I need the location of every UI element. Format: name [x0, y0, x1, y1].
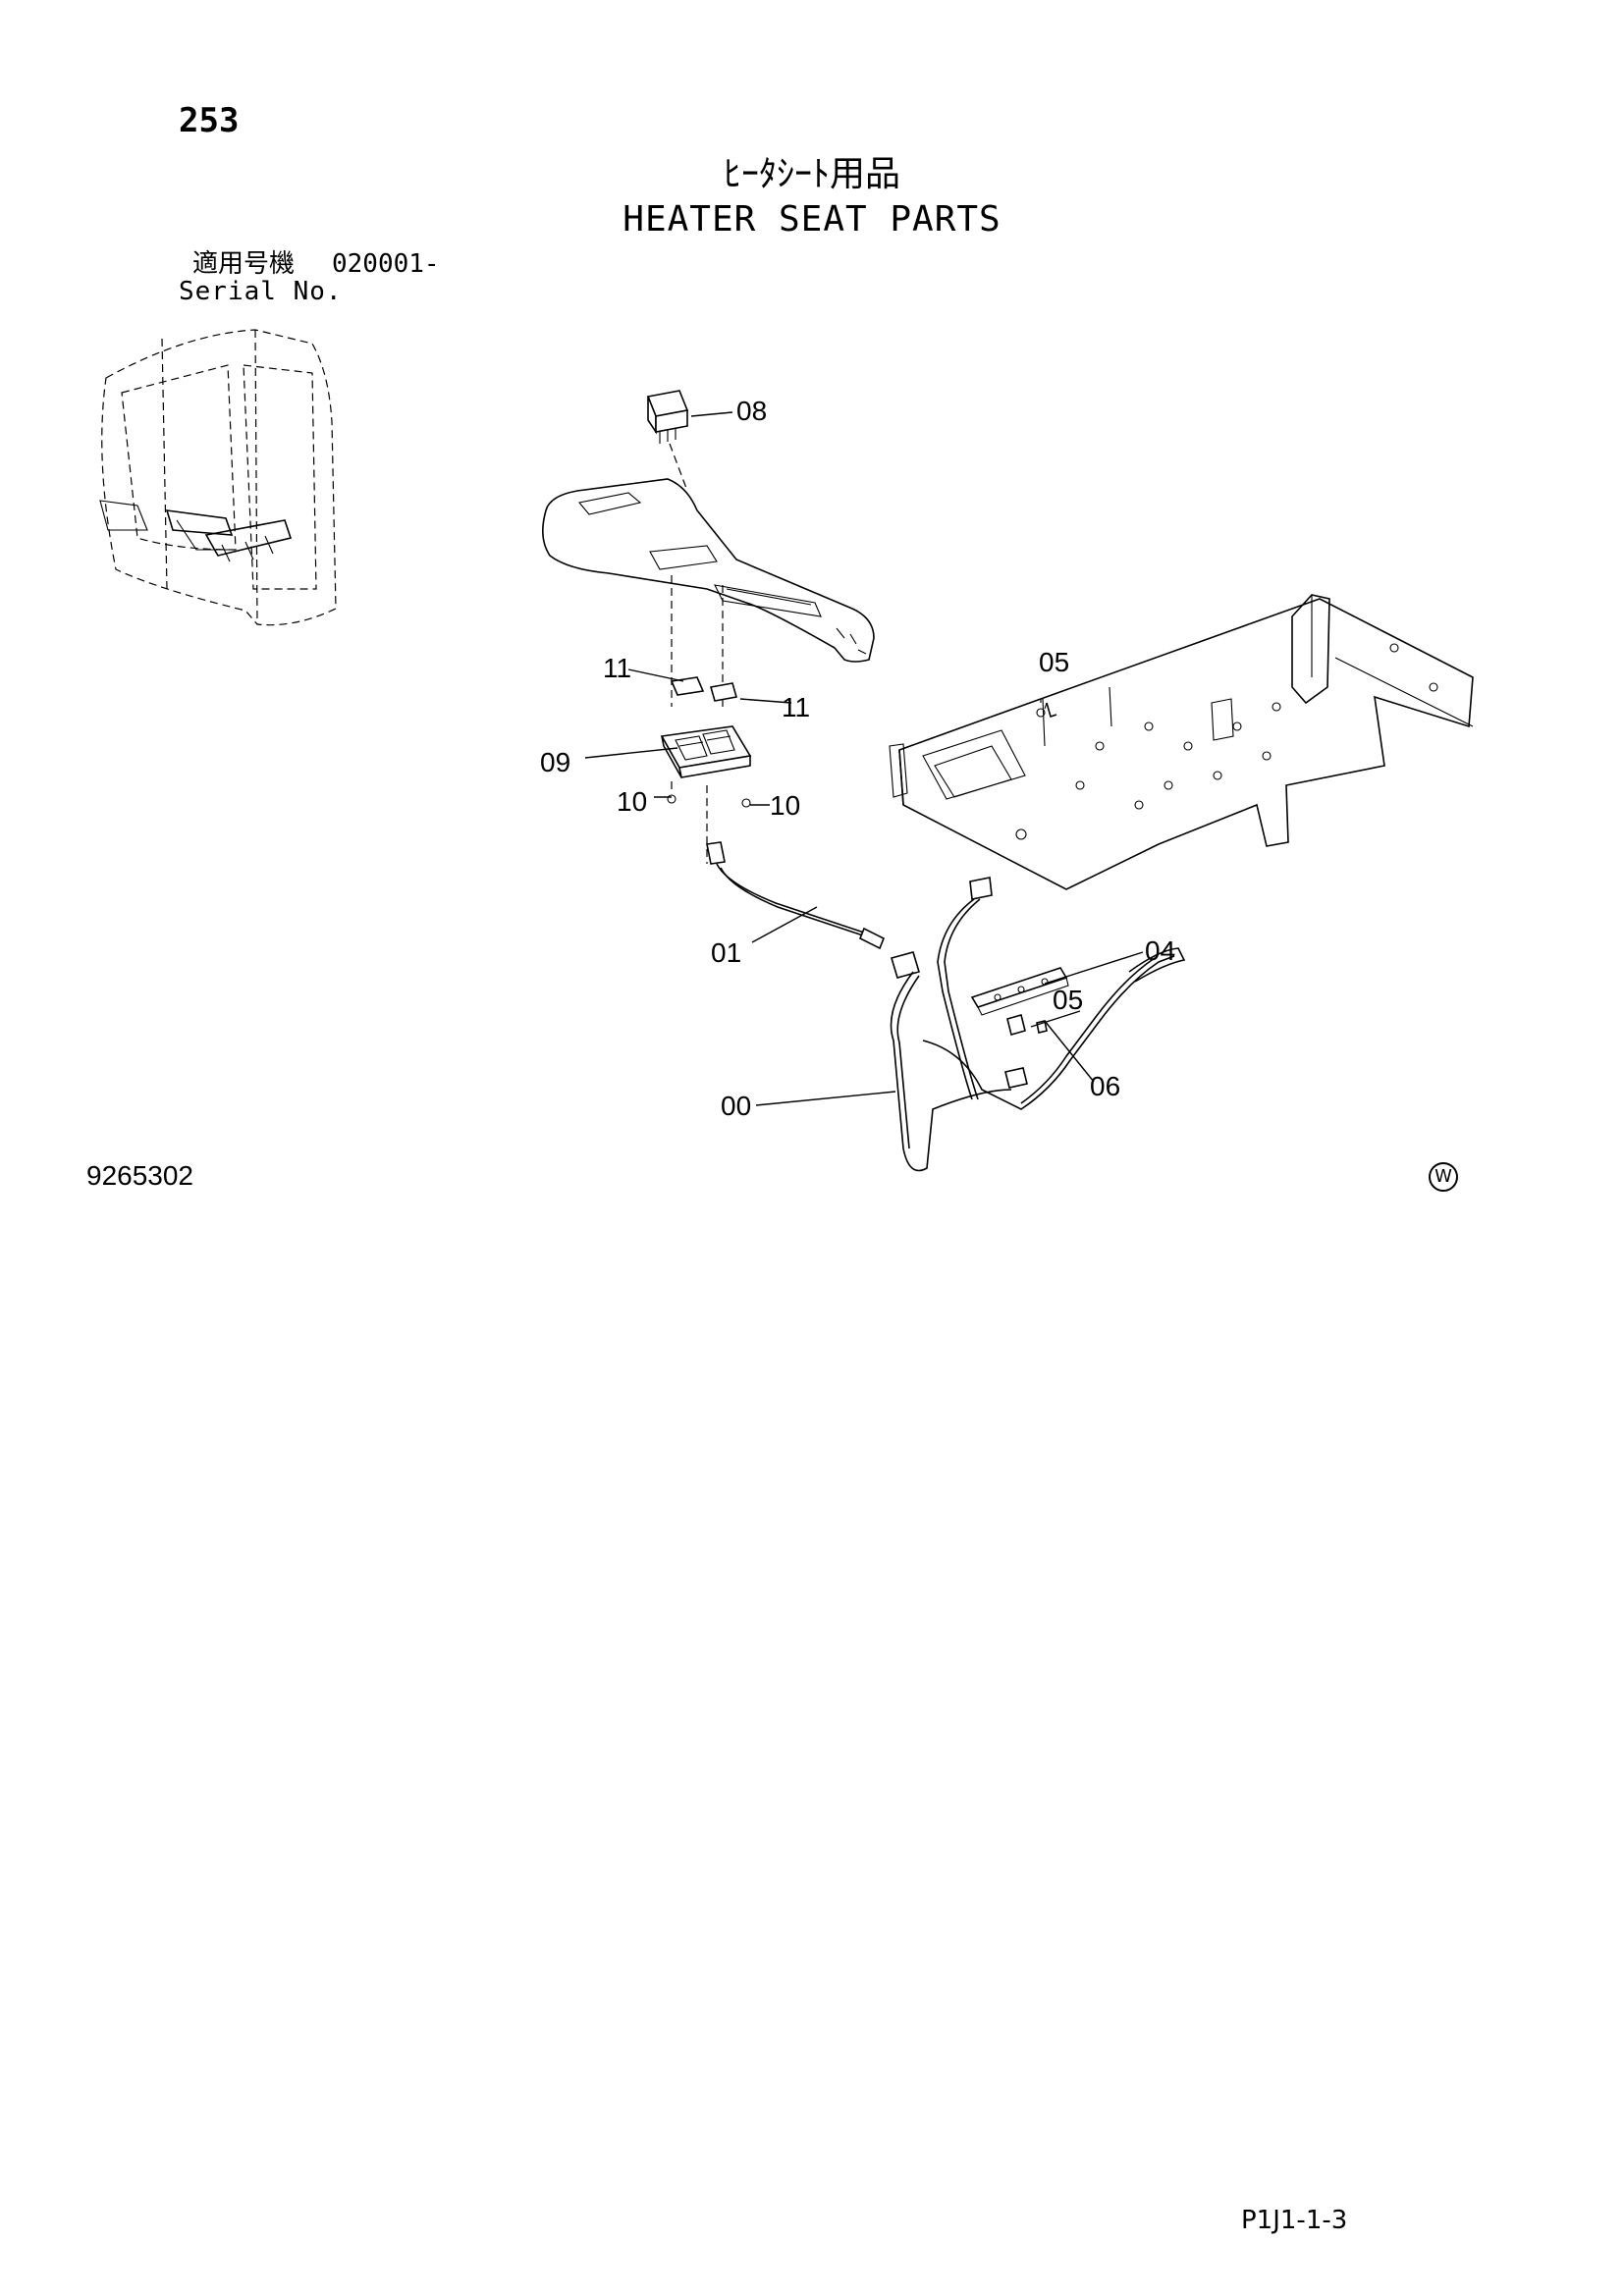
leader-lines — [584, 411, 1144, 1106]
callout-10: 10 — [770, 790, 800, 821]
part-04-bracket — [970, 967, 1069, 1016]
part-11-covers — [670, 676, 738, 702]
figure-number: 9265302 — [86, 1160, 194, 1191]
frame-illustration — [889, 594, 1474, 890]
serial-label: Serial No. — [179, 277, 343, 306]
callout-00: 00 — [721, 1091, 751, 1121]
page-number: 253 — [179, 101, 240, 140]
page-title-japanese: ﾋｰﾀｼｰﾄ用品 — [723, 154, 900, 194]
callout-06: 06 — [1090, 1071, 1120, 1101]
cab-overview-illustration — [99, 329, 337, 626]
callout-09: 09 — [540, 747, 570, 777]
page-title: HEATER SEAT PARTS — [623, 199, 1001, 240]
watermark-symbol: W — [1429, 1162, 1458, 1192]
page-reference: P1J1-1-3 — [1241, 2206, 1348, 2235]
part-09-switch-panel — [660, 725, 752, 864]
callout-11: 11 — [782, 692, 810, 722]
part-08-switch — [646, 390, 689, 492]
serial-number-value: 020001- — [332, 249, 440, 279]
part-06-clip — [1006, 1014, 1048, 1036]
console-illustration — [542, 478, 875, 707]
callout-01: 01 — [711, 937, 741, 968]
parts-diagram: 08 11 11 05 09 10 10 01 04 05 06 00 — [99, 329, 1474, 1172]
part-01-harness — [706, 841, 886, 950]
callout-11: 11 — [603, 653, 631, 683]
part-00-heater-harness — [890, 877, 1186, 1172]
callout-08: 08 — [736, 396, 767, 426]
callout-05: 05 — [1039, 647, 1069, 677]
serial-label-japanese: 適用号機 — [192, 249, 296, 279]
callout-10: 10 — [617, 786, 647, 817]
callout-05: 05 — [1053, 985, 1083, 1015]
callout-04: 04 — [1145, 935, 1175, 966]
